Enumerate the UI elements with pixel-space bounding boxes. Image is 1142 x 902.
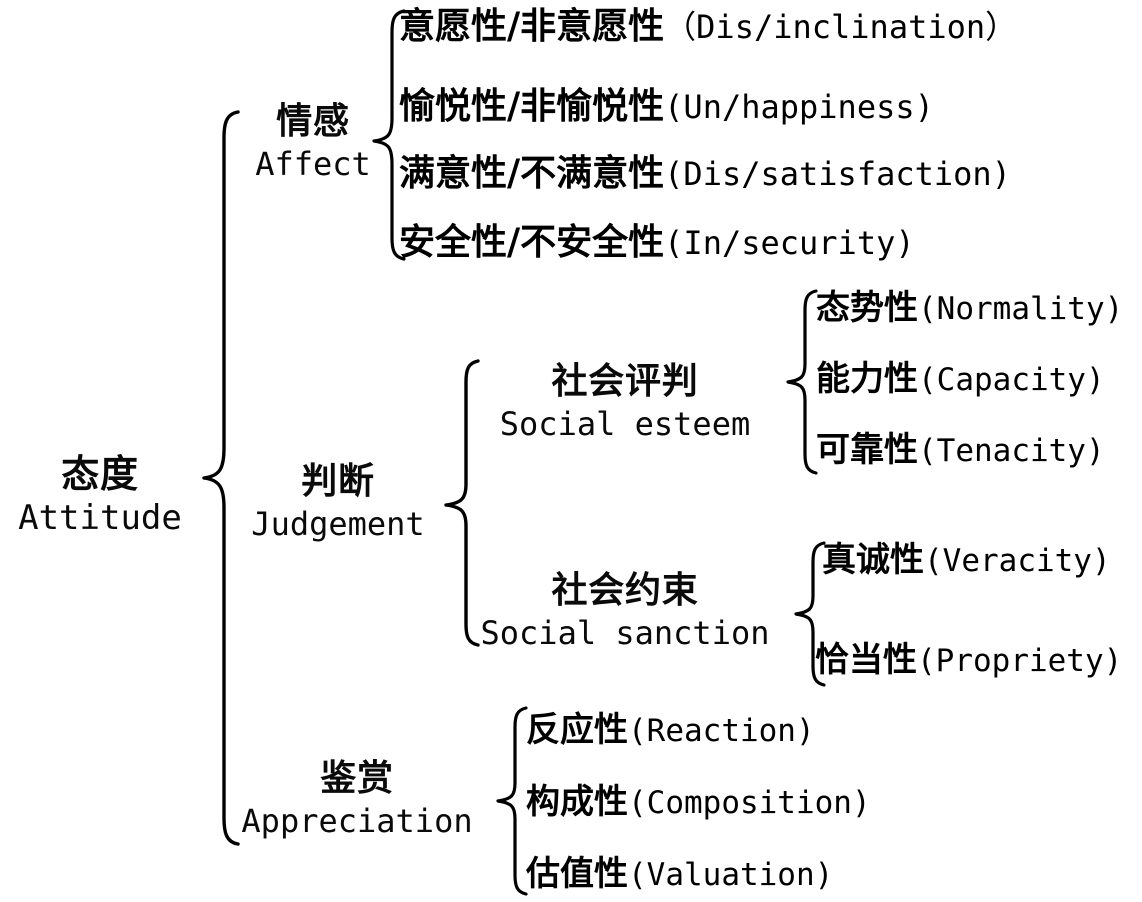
leaf-in-security-cn: 安全性/不安全性 xyxy=(399,221,665,263)
leaf-un-happiness: 愉悦性/非愉悦性(Un/happiness) xyxy=(399,88,934,124)
node-affect-cn: 情感 xyxy=(276,100,350,142)
node-root-attitude-cn: 态度 xyxy=(61,451,139,496)
leaf-valuation: 估值性(Valuation) xyxy=(526,857,833,891)
brace-social-sanction xyxy=(790,540,828,688)
brace-judgement xyxy=(440,358,482,648)
leaf-dis-satisfaction-cn: 满意性/不满意性 xyxy=(399,152,665,194)
leaf-reaction: 反应性(Reaction) xyxy=(526,713,815,747)
node-root-attitude-en: Attitude xyxy=(18,498,182,538)
leaf-propriety-cn: 恰当性 xyxy=(815,640,917,680)
leaf-normality-en: (Normality) xyxy=(918,291,1124,327)
node-affect: 情感 Affect xyxy=(248,103,378,180)
leaf-propriety-en: (Propriety) xyxy=(917,643,1123,679)
leaf-in-security-en: (In/security) xyxy=(664,224,915,262)
node-social-esteem: 社会评判 Social esteem xyxy=(490,363,760,440)
leaf-dis-inclination-en: （Dis/inclination） xyxy=(664,8,1018,46)
brace-social-esteem xyxy=(782,288,820,476)
node-social-sanction-cn: 社会约束 xyxy=(551,569,699,611)
node-affect-en: Affect xyxy=(255,145,371,183)
leaf-dis-inclination-cn: 意愿性/非意愿性 xyxy=(399,5,665,47)
leaf-tenacity-en: (Tenacity) xyxy=(918,433,1105,469)
leaf-veracity-cn: 真诚性 xyxy=(822,540,924,580)
leaf-capacity-en: (Capacity) xyxy=(918,362,1105,398)
leaf-un-happiness-en: (Un/happiness) xyxy=(664,88,934,126)
leaf-in-security: 安全性/不安全性(In/security) xyxy=(399,224,915,260)
leaf-valuation-cn: 估值性 xyxy=(526,854,628,894)
leaf-normality-cn: 态势性 xyxy=(816,288,918,328)
leaf-normality: 态势性(Normality) xyxy=(816,291,1123,325)
leaf-capacity-cn: 能力性 xyxy=(816,359,918,399)
node-appreciation: 鉴赏 Appreciation xyxy=(232,760,482,837)
leaf-un-happiness-cn: 愉悦性/非愉悦性 xyxy=(399,85,665,127)
node-social-sanction: 社会约束 Social sanction xyxy=(475,572,775,649)
node-judgement: 判断 Judgement xyxy=(243,463,433,540)
leaf-dis-inclination: 意愿性/非意愿性（Dis/inclination） xyxy=(399,8,1017,44)
leaf-composition-cn: 构成性 xyxy=(526,782,628,822)
leaf-dis-satisfaction-en: (Dis/satisfaction) xyxy=(664,155,1011,193)
brace-appreciation xyxy=(492,705,530,897)
node-appreciation-en: Appreciation xyxy=(241,802,473,840)
node-social-sanction-en: Social sanction xyxy=(480,614,770,652)
leaf-composition-en: (Composition) xyxy=(628,785,871,821)
leaf-reaction-cn: 反应性 xyxy=(526,710,628,750)
leaf-propriety: 恰当性(Propriety) xyxy=(815,643,1122,677)
leaf-tenacity-cn: 可靠性 xyxy=(816,430,918,470)
node-social-esteem-en: Social esteem xyxy=(499,405,751,443)
leaf-capacity: 能力性(Capacity) xyxy=(816,362,1105,396)
brace-affect xyxy=(368,8,408,262)
leaf-reaction-en: (Reaction) xyxy=(628,713,815,749)
leaf-veracity-en: (Veracity) xyxy=(924,543,1111,579)
leaf-tenacity: 可靠性(Tenacity) xyxy=(816,433,1105,467)
leaf-veracity: 真诚性(Veracity) xyxy=(822,543,1111,577)
node-judgement-cn: 判断 xyxy=(301,460,375,502)
brace-root xyxy=(196,108,240,848)
node-social-esteem-cn: 社会评判 xyxy=(551,360,699,402)
leaf-dis-satisfaction: 满意性/不满意性(Dis/satisfaction) xyxy=(399,155,1011,191)
leaf-composition: 构成性(Composition) xyxy=(526,785,871,819)
node-root-attitude: 态度 Attitude xyxy=(10,451,190,538)
node-appreciation-cn: 鉴赏 xyxy=(320,757,394,799)
node-judgement-en: Judgement xyxy=(251,505,425,543)
leaf-valuation-en: (Valuation) xyxy=(628,857,834,893)
